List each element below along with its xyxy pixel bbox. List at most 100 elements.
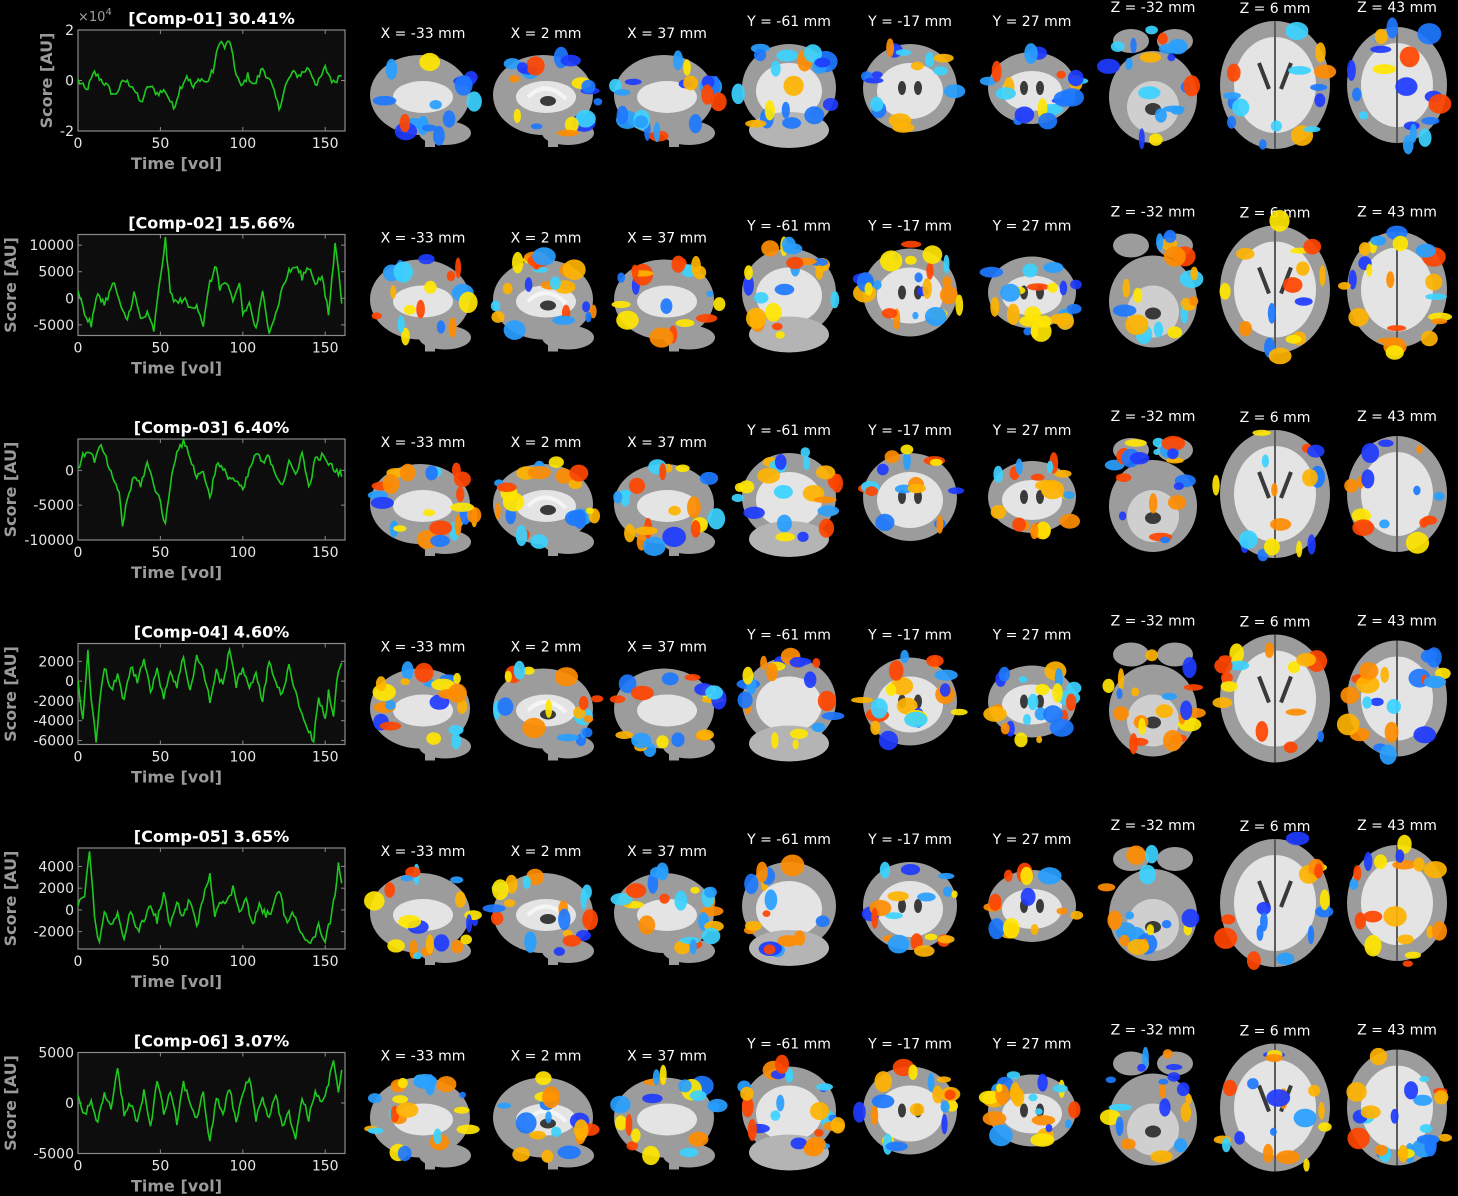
slice-label: X = -33 mm xyxy=(381,435,466,451)
activation-positive xyxy=(423,509,435,517)
brain-slice: Z = -32 mm xyxy=(1097,0,1200,150)
activation-positive xyxy=(1035,683,1050,696)
activation-positive xyxy=(453,672,461,685)
slice-label: Z = -32 mm xyxy=(1111,409,1196,425)
brain-slice: Z = -32 mm xyxy=(1099,1023,1197,1166)
activation-positive xyxy=(757,467,781,484)
brain-slice: Y = -61 mm xyxy=(742,219,840,353)
activation-positive xyxy=(1012,517,1026,532)
brain-slice: Z = 43 mm xyxy=(1347,818,1447,967)
slice-label: X = -33 mm xyxy=(381,640,466,656)
activation-negative xyxy=(1027,693,1039,711)
activation-positive xyxy=(390,285,397,299)
activation-negative xyxy=(401,661,414,680)
ventricle xyxy=(1020,1103,1028,1118)
activation-positive xyxy=(555,468,572,484)
activation-positive xyxy=(1283,741,1298,754)
brain-slice: X = -33 mm xyxy=(370,640,471,761)
activation-positive xyxy=(888,660,904,681)
activation-positive xyxy=(1404,951,1421,959)
activation-positive xyxy=(1374,28,1388,45)
activation-negative xyxy=(1370,235,1387,246)
activation-positive xyxy=(955,294,964,316)
activation-negative xyxy=(1266,1089,1291,1107)
cerebellum xyxy=(749,930,829,966)
activation-positive xyxy=(786,256,804,270)
timeseries-line xyxy=(78,236,343,334)
activation-negative xyxy=(679,936,700,945)
activation-positive xyxy=(1150,1150,1173,1163)
activation-positive xyxy=(806,1136,827,1152)
activation-positive xyxy=(865,486,878,497)
activation-positive xyxy=(936,515,944,534)
activation-positive xyxy=(609,695,626,704)
activation-positive xyxy=(1163,729,1183,752)
activation-positive xyxy=(746,307,767,329)
activation-positive xyxy=(626,1141,639,1151)
activation-negative xyxy=(1024,43,1038,64)
activation-positive xyxy=(1282,277,1303,293)
activation-negative xyxy=(450,876,464,884)
activation-positive xyxy=(513,108,521,124)
activation-positive xyxy=(526,56,545,76)
activation-positive xyxy=(1347,1127,1370,1150)
activation-positive xyxy=(900,444,914,455)
activation-negative xyxy=(797,531,809,542)
activation-negative xyxy=(1070,279,1082,290)
activation-positive xyxy=(775,331,785,339)
activation-negative xyxy=(1037,867,1062,885)
activation-positive xyxy=(1270,518,1292,531)
activation-positive xyxy=(1287,661,1301,674)
activation-positive xyxy=(1413,857,1425,872)
slice-label: Z = -32 mm xyxy=(1111,1023,1196,1039)
x-axis-label: Time [vol] xyxy=(131,563,222,582)
activation-negative xyxy=(1223,92,1241,100)
activation-positive xyxy=(1269,209,1290,232)
activation-positive xyxy=(512,1147,530,1162)
activation-positive xyxy=(447,683,467,703)
activation-positive xyxy=(1419,518,1429,528)
activation-positive xyxy=(783,75,804,96)
activation-positive xyxy=(424,280,437,294)
slice-label: X = 2 mm xyxy=(511,1049,582,1065)
slice-label: Y = -61 mm xyxy=(746,423,831,439)
x-tick-label: 100 xyxy=(229,1159,256,1175)
component-title: [Comp-04] 4.60% xyxy=(134,623,289,642)
activation-negative xyxy=(466,914,473,933)
activation-positive xyxy=(399,463,416,482)
activation-negative xyxy=(688,114,703,134)
ventricle xyxy=(540,300,556,311)
activation-positive xyxy=(871,908,879,929)
activation-negative xyxy=(466,91,482,112)
slice-label: Y = -17 mm xyxy=(867,628,952,644)
activation-positive xyxy=(1354,912,1367,930)
activation-negative xyxy=(1063,491,1075,500)
activation-negative xyxy=(1110,41,1125,52)
activation-negative xyxy=(515,1112,537,1134)
activation-positive xyxy=(1212,474,1220,496)
ventricle xyxy=(1020,694,1028,709)
activation-negative xyxy=(1037,1073,1048,1092)
activation-negative xyxy=(451,733,462,750)
activation-negative xyxy=(871,71,883,79)
activation-negative xyxy=(1145,845,1159,864)
activation-negative xyxy=(770,1110,781,1121)
activation-negative xyxy=(1361,443,1380,463)
y-tick-label: 0 xyxy=(65,463,74,479)
activation-negative xyxy=(782,117,802,129)
activation-positive xyxy=(492,879,509,900)
activation-positive xyxy=(1252,429,1271,436)
activation-positive xyxy=(1059,513,1081,529)
activation-positive xyxy=(1130,737,1149,746)
activation-positive xyxy=(818,518,835,538)
slice-label: Z = 6 mm xyxy=(1240,819,1311,835)
activation-negative xyxy=(564,510,586,527)
activation-positive xyxy=(1351,508,1371,523)
activation-positive xyxy=(944,1089,956,1101)
activation-positive xyxy=(990,297,1000,317)
activation-negative xyxy=(804,671,817,688)
slice-label: Z = 43 mm xyxy=(1357,409,1437,425)
brainstem xyxy=(425,125,435,147)
activation-positive xyxy=(671,255,686,273)
